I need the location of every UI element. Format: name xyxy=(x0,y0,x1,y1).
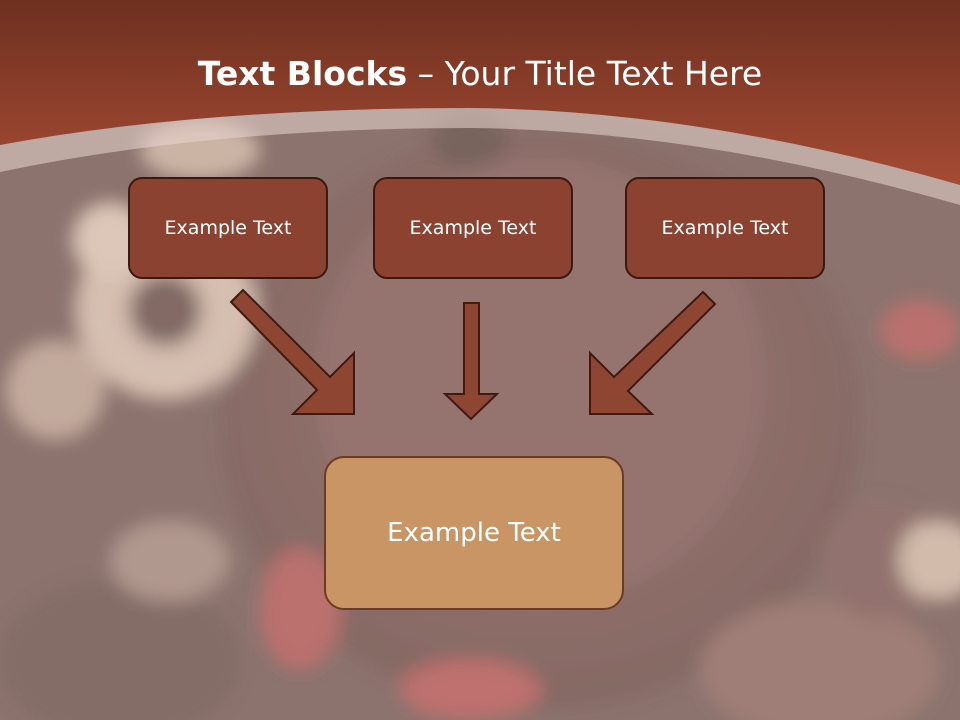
title-text: Your Title Text Here xyxy=(444,54,763,93)
text-block-3-label: Example Text xyxy=(661,217,789,239)
title-dash: – xyxy=(407,54,445,93)
page-title: Text Blocks – Your Title Text Here xyxy=(0,52,960,96)
target-block-label: Example Text xyxy=(387,518,561,548)
text-block-3: Example Text xyxy=(625,177,825,279)
arrow-left xyxy=(229,288,355,415)
target-block: Example Text xyxy=(324,456,624,610)
text-block-2: Example Text xyxy=(373,177,573,279)
text-block-1: Example Text xyxy=(128,177,328,279)
text-block-1-label: Example Text xyxy=(164,217,292,239)
arrow-right xyxy=(589,290,717,415)
arrow-center xyxy=(442,302,500,421)
title-bold: Text Blocks xyxy=(197,54,408,93)
text-block-2-label: Example Text xyxy=(409,217,537,239)
